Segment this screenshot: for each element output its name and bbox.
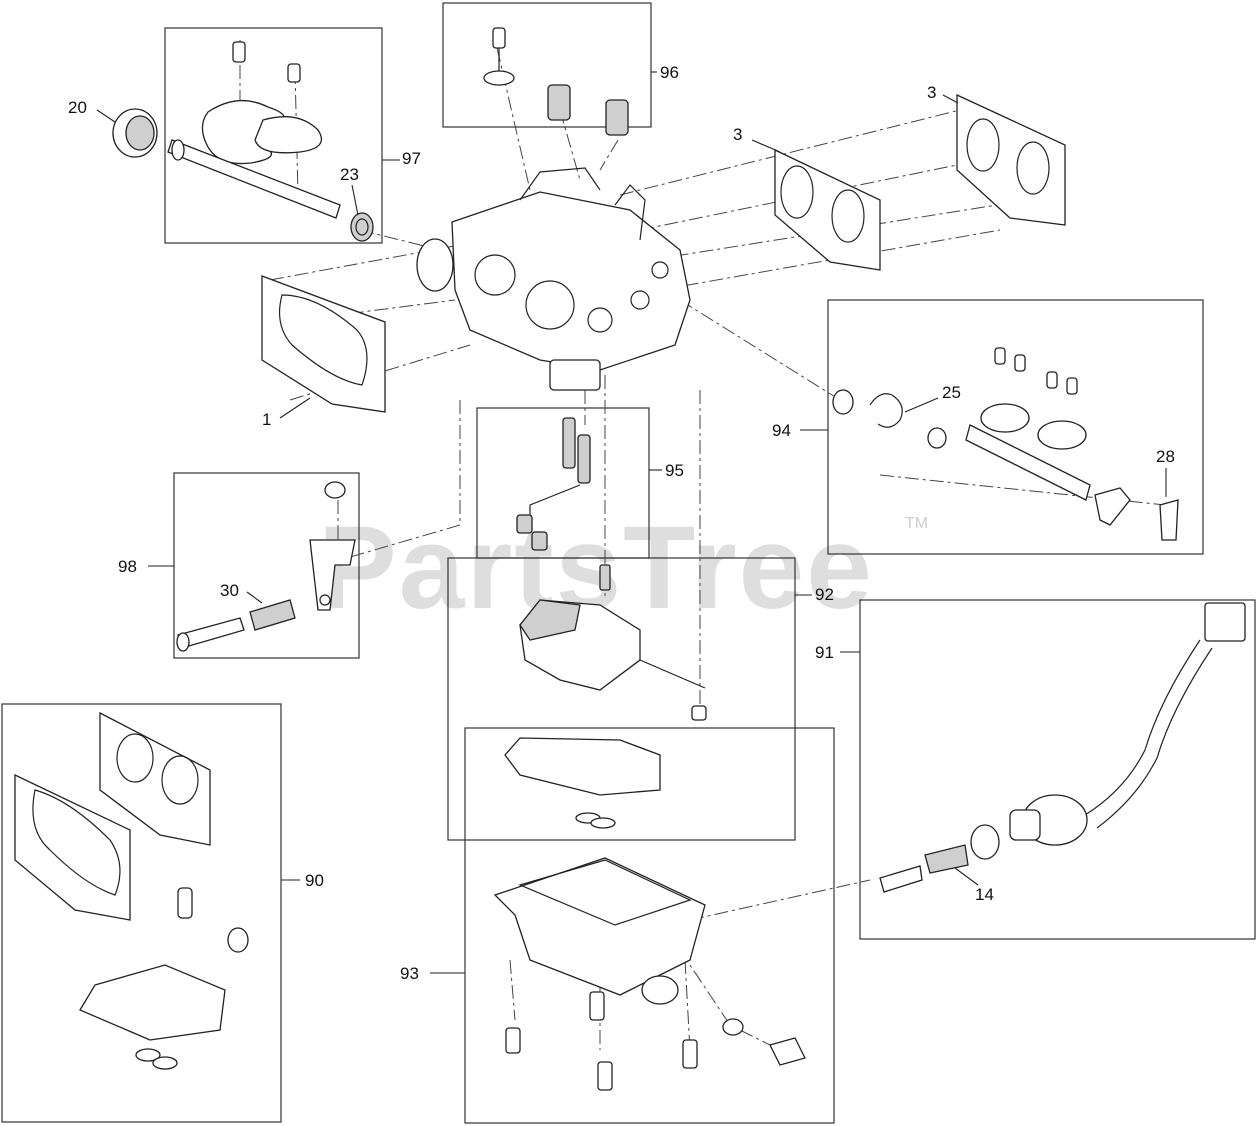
- part-98-bracket: [176, 481, 356, 652]
- callout-20: 20: [68, 98, 87, 117]
- kit-box-92: [447, 557, 796, 841]
- callout-94: 94: [772, 421, 791, 440]
- part-20-cap: [112, 108, 158, 158]
- kit-box-90: [1, 703, 282, 1123]
- kit-box-93: [464, 727, 835, 1124]
- part-92-gasket: [504, 737, 661, 829]
- part-96-jets: [483, 27, 629, 136]
- part-93-float-bowl: [493, 857, 806, 1091]
- part-97-throttle-shaft: [167, 41, 341, 219]
- callout-98: 98: [118, 557, 137, 576]
- callout-91: 91: [815, 643, 834, 662]
- callout-97: 97: [402, 149, 421, 168]
- part-3-gasket-a: [774, 148, 881, 271]
- part-95-jets: [516, 417, 591, 551]
- callout-23: 23: [340, 165, 359, 184]
- part-91-fuel-solenoid: [879, 602, 1246, 893]
- callout-90: 90: [305, 871, 324, 890]
- callout-28: 28: [1156, 447, 1175, 466]
- kit-box-97: [164, 27, 383, 244]
- carburetor-body: [416, 167, 691, 391]
- kit-box-91: [859, 599, 1256, 940]
- callout-92: 92: [815, 585, 834, 604]
- kit-box-94: [827, 299, 1204, 555]
- watermark-trademark: TM: [905, 515, 928, 532]
- callout-1: 1: [262, 410, 271, 429]
- callout-14: 14: [975, 885, 994, 904]
- kit-box-96: [442, 2, 652, 128]
- callout-3-b: 3: [927, 83, 936, 102]
- callout-95: 95: [665, 461, 684, 480]
- callout-3-a: 3: [733, 125, 742, 144]
- callout-25: 25: [942, 383, 961, 402]
- part-90-gasket-kit: [14, 711, 249, 1070]
- part-92-float: [519, 564, 707, 721]
- part-23-spring: [350, 212, 374, 242]
- callout-96: 96: [660, 63, 679, 82]
- callout-30: 30: [220, 581, 239, 600]
- part-3-gasket-b: [956, 93, 1066, 226]
- part-1-gasket: [261, 275, 386, 413]
- leader-lines: [96, 71, 1167, 974]
- callout-93: 93: [400, 964, 419, 983]
- part-94-choke-kit: [832, 347, 1179, 541]
- part-30-spring: [249, 599, 296, 631]
